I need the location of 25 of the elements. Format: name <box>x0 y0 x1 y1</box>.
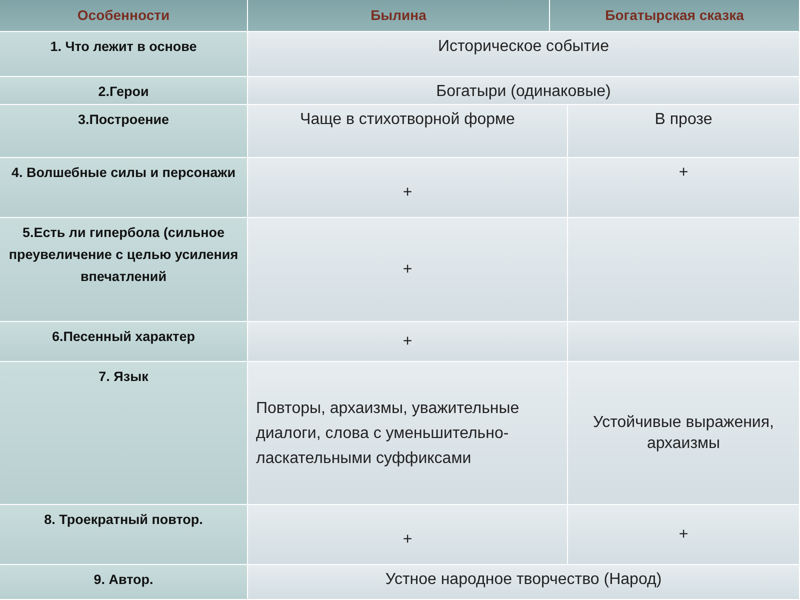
row-header: 2.Герои <box>0 77 248 105</box>
row-header: 5.Есть ли гипербола (сильное преувеличение с целью усиления впечатлений <box>0 218 248 322</box>
table-cell: + <box>248 218 568 322</box>
table-cell: В прозе <box>568 105 800 158</box>
table-cell: + <box>248 322 568 362</box>
table-cell: + <box>248 158 568 218</box>
row-header: 9. Автор. <box>0 565 248 600</box>
row-header: 8. Троекратный повтор. <box>0 505 248 565</box>
table-cell: + <box>568 158 800 218</box>
table-cell: + <box>248 505 568 565</box>
table-cell: Историческое событие <box>248 32 800 77</box>
table-cell: Чаще в стихотворной форме <box>248 105 568 158</box>
table-cell: Богатыри (одинаковые) <box>248 77 800 105</box>
row-header: 4. Волшебные силы и персонажи <box>0 158 248 218</box>
column-header: Особенности <box>0 0 248 32</box>
column-header: Былина <box>248 0 550 32</box>
row-header: 7. Язык <box>0 362 248 505</box>
row-header: 3.Построение <box>0 105 248 158</box>
row-header: 6.Песенный характер <box>0 322 248 362</box>
table-cell: Устное народное творчество (Народ) <box>248 565 800 600</box>
table-cell: + <box>568 505 800 565</box>
table-cell: Устойчивые выражения, архаизмы <box>568 362 800 505</box>
column-header: Богатырская сказка <box>550 0 800 32</box>
row-header: 1. Что лежит в основе <box>0 32 248 77</box>
table-cell: Повторы, архаизмы, уважительные диалоги, слова с уменьшительно-ласкательными суффиксами <box>248 362 568 505</box>
